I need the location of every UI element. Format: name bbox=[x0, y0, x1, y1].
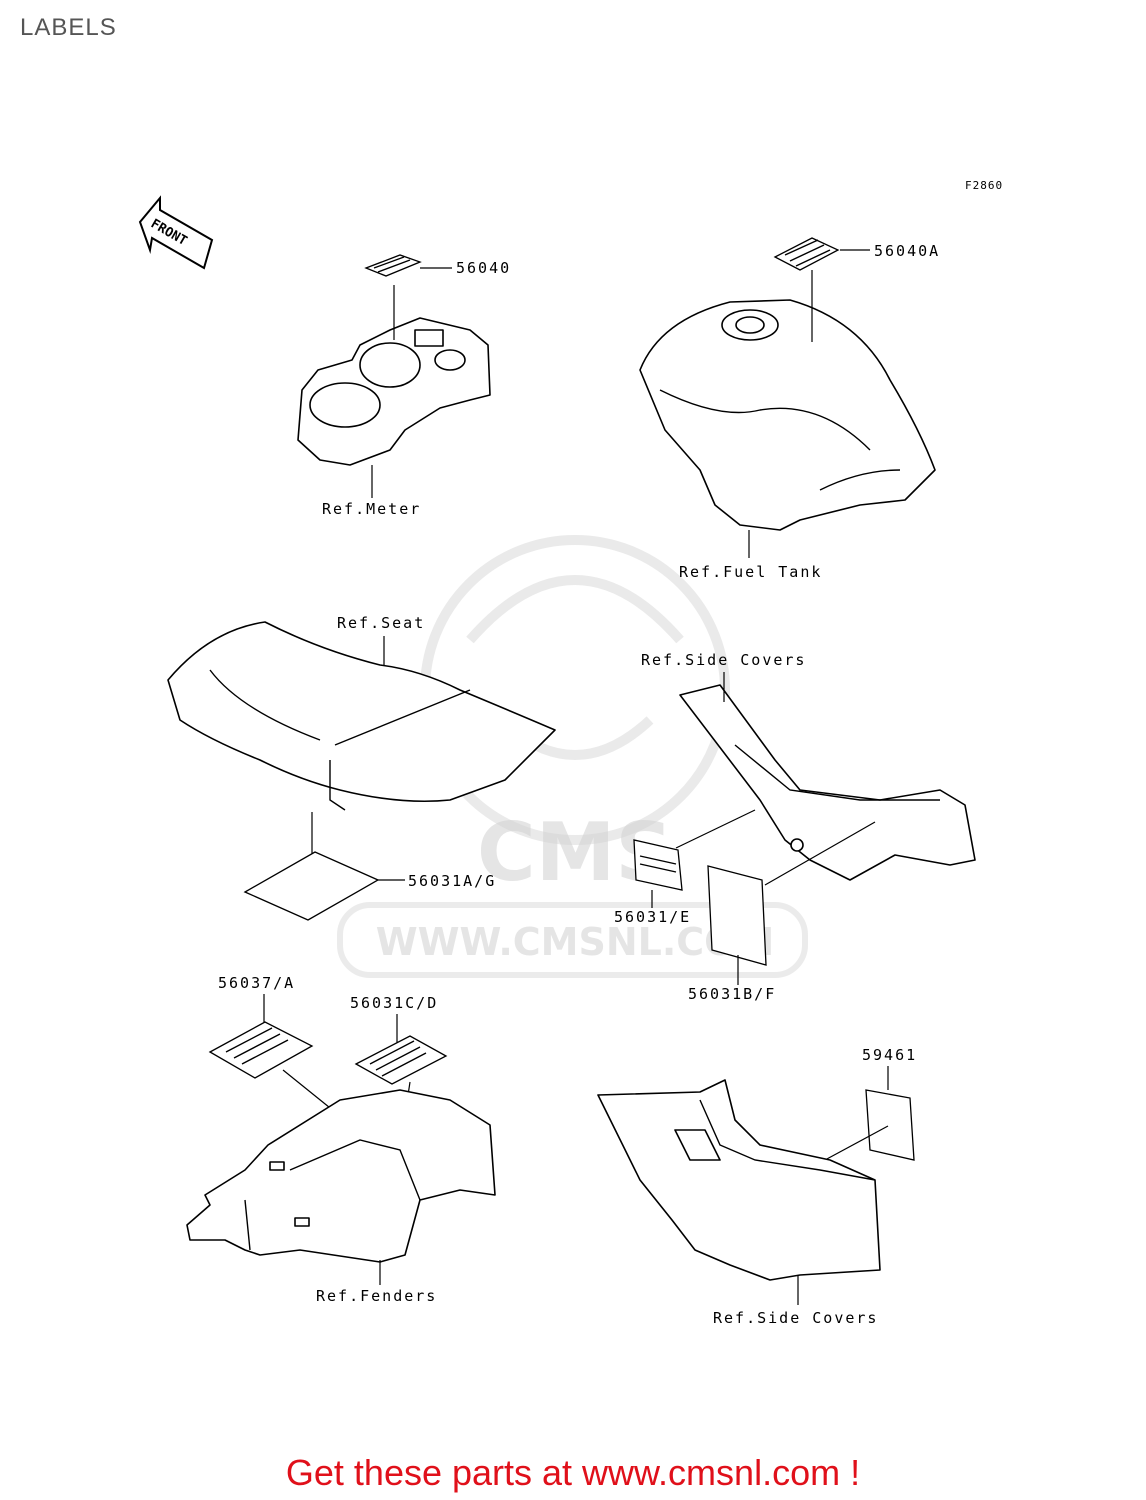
callout-56031E: 56031/E bbox=[614, 908, 691, 926]
callout-56031BF: 56031B/F bbox=[688, 985, 776, 1003]
decal-56037-A bbox=[208, 1021, 314, 1079]
decal-56031B-F bbox=[707, 865, 767, 966]
page-title: LABELS bbox=[20, 14, 117, 41]
figure-code: F2860 bbox=[965, 179, 1003, 192]
ref-seat: Ref.Seat bbox=[337, 614, 425, 632]
callout-56040A: 56040A bbox=[874, 242, 940, 260]
callout-56031AG: 56031A/G bbox=[408, 872, 496, 890]
ref-meter: Ref.Meter bbox=[322, 500, 421, 518]
callout-56031CD: 56031C/D bbox=[350, 994, 438, 1012]
ref-fuel-tank: Ref.Fuel Tank bbox=[679, 563, 822, 581]
decal-56031C-D bbox=[354, 1035, 448, 1085]
front-arrow-icon: FRONT bbox=[138, 195, 214, 270]
decal-56040 bbox=[364, 254, 422, 277]
fenders-part bbox=[186, 1089, 496, 1263]
watermark-text: WWW.CMSNL.COM bbox=[376, 920, 775, 964]
side-cover-upper-part bbox=[679, 684, 976, 881]
callout-56037A: 56037/A bbox=[218, 974, 295, 992]
decal-56031-E bbox=[633, 839, 683, 891]
parts-diagram: CMS WWW.CMSNL.COM F2860 FRONT 56040 Ref.… bbox=[138, 179, 1003, 1327]
ref-side-covers-bottom: Ref.Side Covers bbox=[713, 1309, 878, 1327]
callout-56040: 56040 bbox=[456, 259, 511, 277]
seat-part bbox=[167, 621, 556, 811]
fuel-tank-part bbox=[639, 237, 936, 531]
side-cover-lower-part bbox=[597, 1079, 881, 1281]
decal-59461 bbox=[865, 1089, 915, 1161]
ref-side-covers-top: Ref.Side Covers bbox=[641, 651, 806, 669]
ref-fenders: Ref.Fenders bbox=[316, 1287, 437, 1305]
meter-part bbox=[297, 254, 491, 466]
callout-59461: 59461 bbox=[862, 1046, 917, 1064]
promo-link[interactable]: Get these parts at www.cmsnl.com ! bbox=[285, 1452, 861, 1493]
